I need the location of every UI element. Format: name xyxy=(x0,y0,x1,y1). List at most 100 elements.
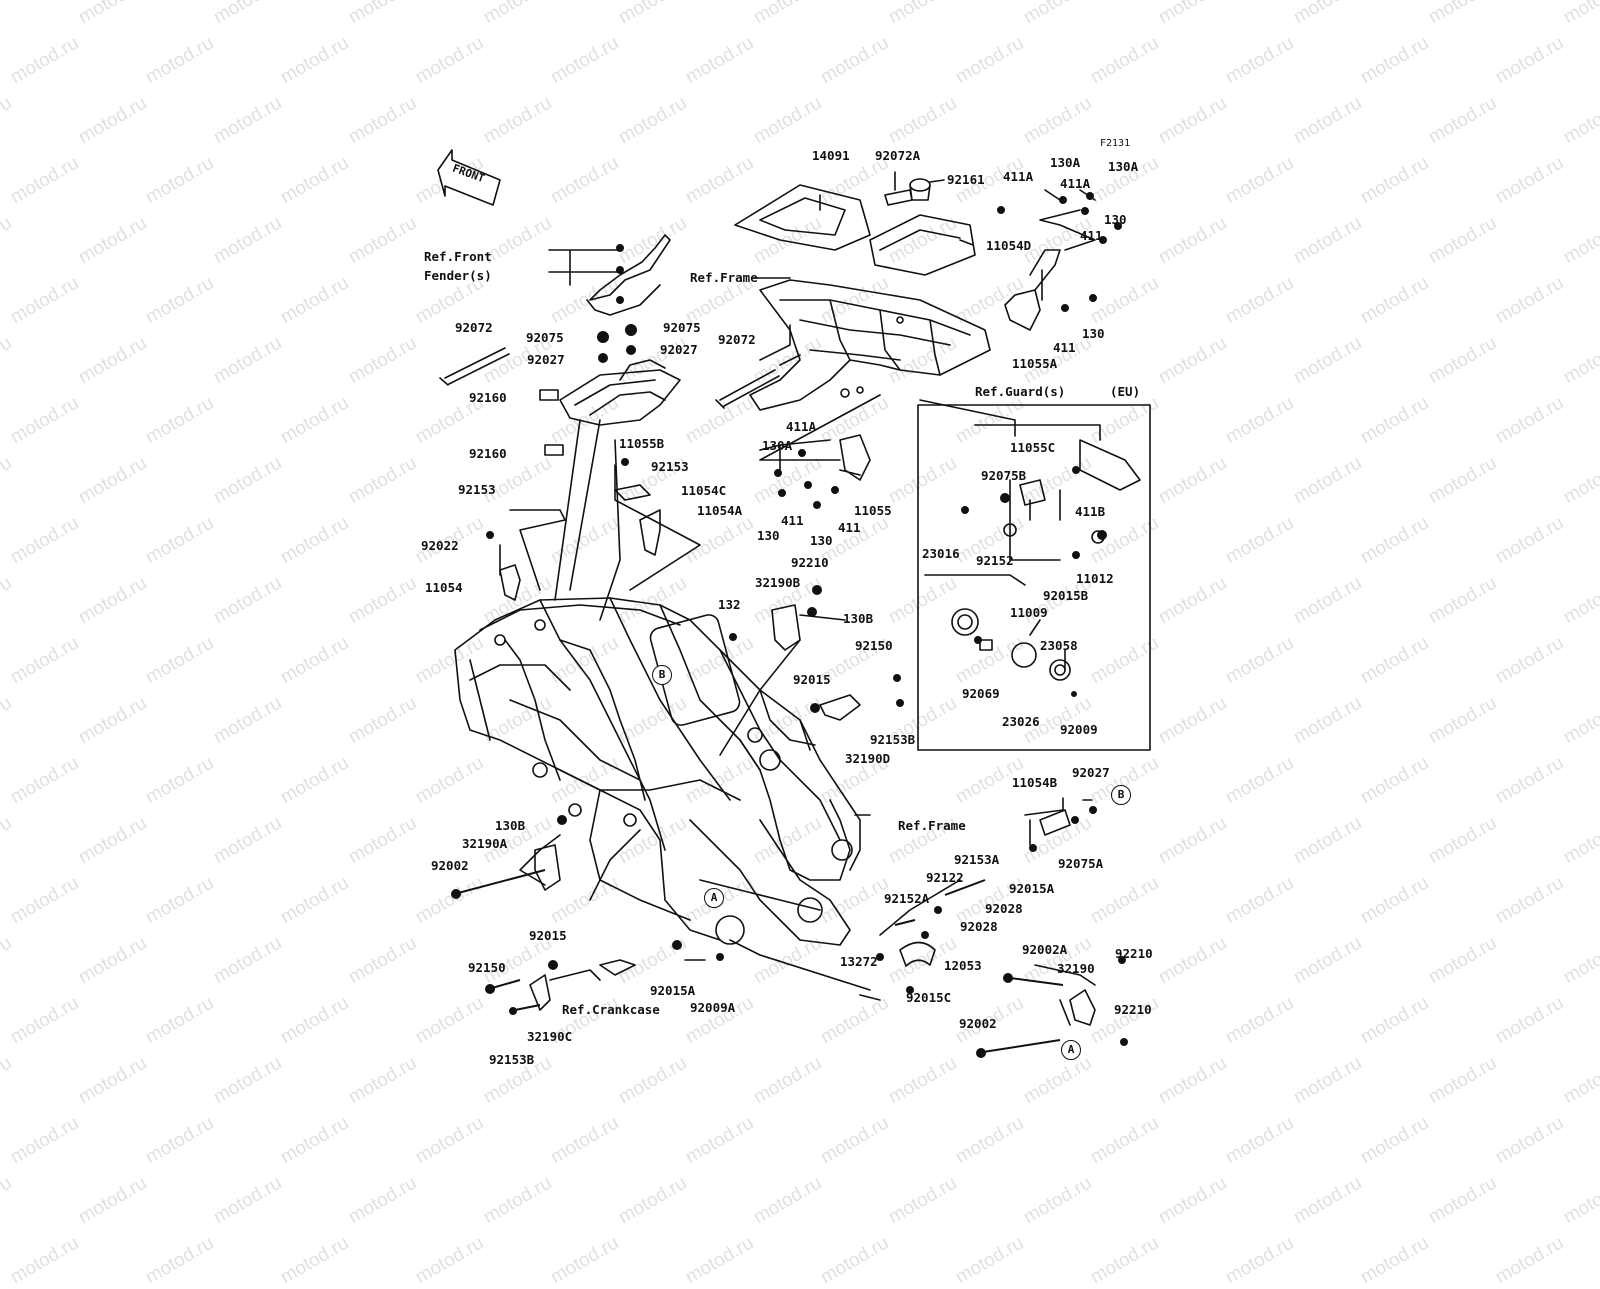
part-number-label: 92150 xyxy=(855,638,893,653)
ref-crankcase: Ref.Crankcase xyxy=(562,1002,660,1017)
part-number-label: 92028 xyxy=(960,919,998,934)
part-number-label: 92027 xyxy=(527,352,565,367)
part-number-label: 92015A xyxy=(650,983,696,998)
marker-b-left: B xyxy=(652,665,672,685)
watermark-text: motod.ru xyxy=(1222,1232,1298,1289)
part-number-label: 92153A xyxy=(954,852,1000,867)
part-number-label: 92027 xyxy=(660,342,698,357)
watermark-text: motod.ru xyxy=(1087,1232,1163,1289)
front-arrow-icon xyxy=(437,149,501,206)
part-number-label: 92152A xyxy=(884,891,930,906)
part-number-label: 11055 xyxy=(854,503,892,518)
part-number-label: 11054A xyxy=(697,503,743,518)
part-number-label: 92152 xyxy=(976,553,1014,568)
part-number-label: 92002A xyxy=(1022,942,1068,957)
part-number-label: 32190 xyxy=(1057,961,1095,976)
part-number-label: 92072 xyxy=(455,320,493,335)
watermark-text: motod.ru xyxy=(682,1232,758,1289)
watermark-text: motod.ru xyxy=(7,1232,83,1289)
part-number-label: 92153 xyxy=(651,459,689,474)
ref-front-fender: Ref.Front Fender(s) xyxy=(424,249,492,283)
part-number-label: 411 xyxy=(838,520,861,535)
part-number-label: 92072A xyxy=(875,148,921,163)
part-number-label: 411 xyxy=(1080,228,1103,243)
part-number-label: 92210 xyxy=(1115,946,1153,961)
ref-frame-right: Ref.Frame xyxy=(898,818,966,833)
part-number-label: 92015A xyxy=(1009,881,1055,896)
part-number-label: 92150 xyxy=(468,960,506,975)
part-number-label: 92160 xyxy=(469,446,507,461)
part-number-label: 92160 xyxy=(469,390,507,405)
part-number-label: 92002 xyxy=(959,1016,997,1031)
part-number-label: 32190D xyxy=(845,751,891,766)
part-number-label: 92027 xyxy=(1072,765,1110,780)
part-number-label: 92210 xyxy=(791,555,829,570)
part-number-label: 92075A xyxy=(1058,856,1104,871)
part-number-label: 14091 xyxy=(812,148,850,163)
part-number-label: 32190C xyxy=(527,1029,573,1044)
watermark-text: motod.ru xyxy=(277,1232,353,1289)
part-number-label: 92075 xyxy=(526,330,564,345)
part-number-label: 130B xyxy=(495,818,526,833)
part-number-label: 411A xyxy=(786,419,817,434)
part-number-label: 130A xyxy=(1050,155,1081,170)
part-number-label: 92015 xyxy=(793,672,831,687)
part-number-label: 92153 xyxy=(458,482,496,497)
part-number-label: 23026 xyxy=(1002,714,1040,729)
part-number-label: 130A xyxy=(762,438,793,453)
part-number-label: 92069 xyxy=(962,686,1000,701)
marker-a-left: A xyxy=(704,888,724,908)
part-number-label: 11054 xyxy=(425,580,463,595)
part-number-label: 411 xyxy=(1053,340,1076,355)
part-number-label: 11054B xyxy=(1012,775,1058,790)
part-number-label: 411A xyxy=(1060,176,1091,191)
marker-a-right: A xyxy=(1061,1040,1081,1060)
part-number-label: 130A xyxy=(1108,159,1139,174)
part-number-label: 92153B xyxy=(489,1052,535,1067)
part-number-label: 11055C xyxy=(1010,440,1056,455)
part-number-label: 411A xyxy=(1003,169,1034,184)
part-number-label: 130 xyxy=(757,528,780,543)
watermark-text: motod.ru xyxy=(547,1232,623,1289)
part-number-label: 92002 xyxy=(431,858,469,873)
part-number-label: 92015C xyxy=(906,990,952,1005)
part-number-label: 132 xyxy=(718,597,741,612)
part-number-label: 130 xyxy=(1104,212,1127,227)
watermark-text: motod.ru xyxy=(817,1232,893,1289)
part-number-label: 32190B xyxy=(755,575,801,590)
watermark-text: motod.ru xyxy=(412,1232,488,1289)
eu-label: (EU) xyxy=(1110,384,1141,399)
part-number-label: 411B xyxy=(1075,504,1106,519)
part-number-label: 130 xyxy=(810,533,833,548)
part-number-label: 92153B xyxy=(870,732,916,747)
part-number-label: 92015 xyxy=(529,928,567,943)
part-number-label: 92075B xyxy=(981,468,1027,483)
watermark-text: motod.ru xyxy=(142,1232,218,1289)
part-number-label: 92210 xyxy=(1114,1002,1152,1017)
part-number-label: 23058 xyxy=(1040,638,1078,653)
part-number-label: 92075 xyxy=(663,320,701,335)
ref-guard: Ref.Guard(s) xyxy=(975,384,1066,399)
part-number-label: 92009A xyxy=(690,1000,736,1015)
figure-code: F2131 xyxy=(1100,138,1131,149)
part-number-label: 13272 xyxy=(840,954,878,969)
part-number-label: 11054C xyxy=(681,483,727,498)
part-number-label: 11055A xyxy=(1012,356,1058,371)
part-number-label: 32190A xyxy=(462,836,508,851)
ref-frame-top: Ref.Frame xyxy=(690,270,758,285)
part-number-label: 12053 xyxy=(944,958,982,973)
part-number-label: 11012 xyxy=(1076,571,1114,586)
watermark-text: motod.ru xyxy=(952,1232,1028,1289)
part-number-label: 411 xyxy=(781,513,804,528)
part-number-label: 92022 xyxy=(421,538,459,553)
watermark-text: motod.ru xyxy=(1357,1232,1433,1289)
part-number-label: 92015B xyxy=(1043,588,1089,603)
part-number-label: 11009 xyxy=(1010,605,1048,620)
part-number-label: 92122 xyxy=(926,870,964,885)
part-number-label: 130 xyxy=(1082,326,1105,341)
marker-b-right: B xyxy=(1111,785,1131,805)
part-number-label: 11054D xyxy=(986,238,1032,253)
part-number-label: 92161 xyxy=(947,172,985,187)
part-number-label: 92072 xyxy=(718,332,756,347)
frame-line-art xyxy=(437,149,1151,1058)
